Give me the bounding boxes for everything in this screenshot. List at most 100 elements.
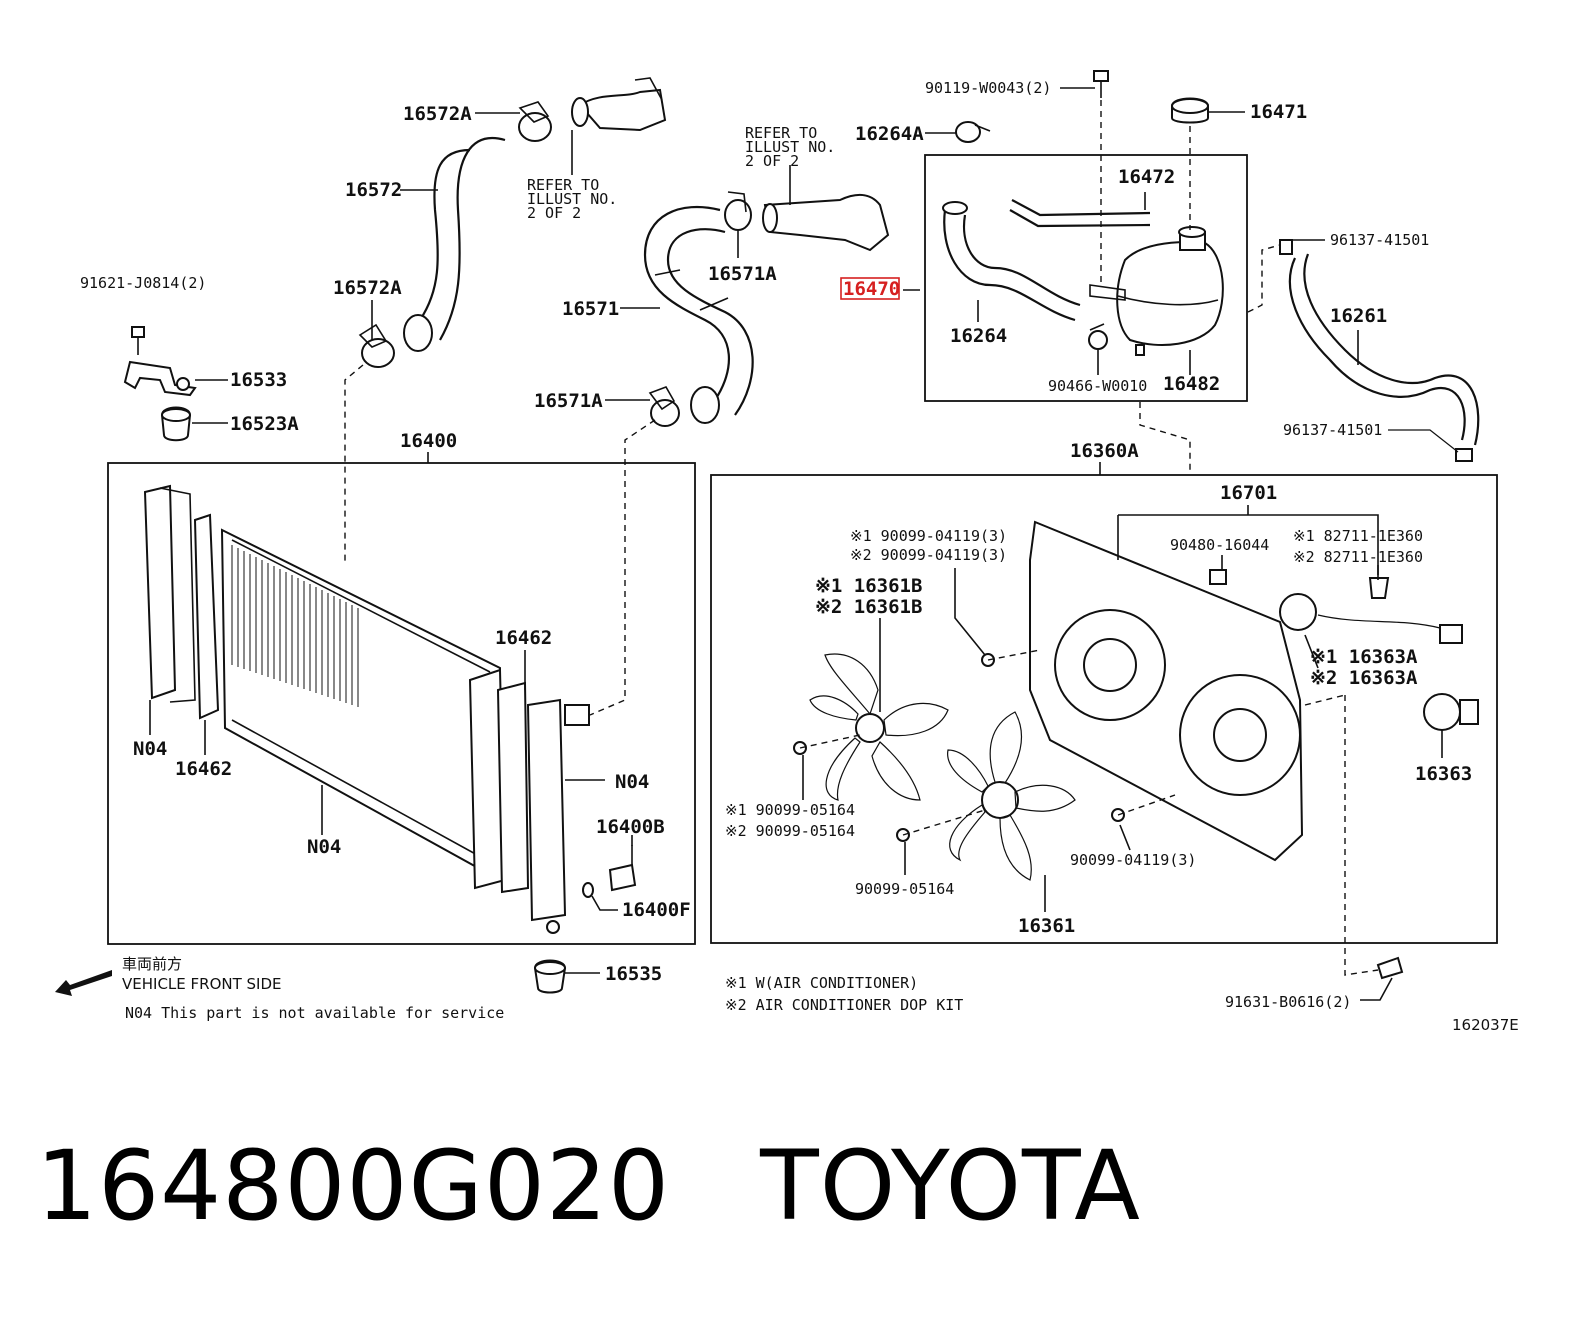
front-arrow-icon: [55, 970, 112, 996]
label-16571a-top: 16571A: [708, 263, 777, 285]
bracket-16533: [123, 360, 197, 397]
label-16462-top: 16462: [495, 627, 552, 649]
bolt-91621: [131, 326, 145, 355]
hose-clamp-16572a-top: [518, 101, 552, 142]
caption-brand: TOYOTA: [760, 1130, 1141, 1242]
fan-motor-16363: [1423, 693, 1479, 731]
leader-lines: [149, 87, 1459, 1001]
reserve-tank-group-box: [924, 154, 1248, 402]
drain-cock-16400b: [608, 845, 637, 892]
front-label-en: VEHICLE FRONT SIDE: [122, 975, 282, 993]
n04-availability-note: N04 This part is not available for servi…: [125, 1004, 504, 1022]
label-16572a-mid: 16572A: [333, 277, 402, 299]
label-90119: 90119-W0043(2): [925, 79, 1051, 97]
fan-motor-16363a: [1279, 593, 1463, 644]
refer-note-2-line2: ILLUST NO.: [745, 138, 835, 156]
hose-clamp-16571a-bottom: [648, 386, 680, 427]
legend: ※1 W(AIR CONDITIONER) ※2 AIR CONDITIONER…: [725, 974, 963, 1014]
hose-16261: [1288, 253, 1480, 446]
label-16535: 16535: [605, 963, 662, 985]
overflow-hose-16472: [1009, 199, 1151, 228]
label-96137-top: 96137-41501: [1330, 231, 1429, 249]
refer-note-1-line3: 2 OF 2: [527, 204, 581, 222]
label-16572: 16572: [345, 179, 402, 201]
bolt-91631: [1376, 956, 1404, 980]
dashed-connectors: [344, 100, 1379, 976]
label-16400: 16400: [400, 430, 457, 452]
fan-shroud-box: [710, 474, 1498, 944]
front-label-jp: 車両前方: [122, 955, 182, 973]
label-16361b-ac2: ※2 16361B: [815, 596, 922, 618]
refer-note-2-line3: 2 OF 2: [745, 152, 799, 170]
label-16363a-ac2: ※2 16363A: [1310, 667, 1418, 689]
cushion-16523a: [160, 406, 192, 442]
caption-part-number: 164800G020: [36, 1130, 671, 1242]
label-16400b: 16400B: [596, 816, 665, 838]
refer-note-1-line2: ILLUST NO.: [527, 190, 617, 208]
label-16360a: 16360A: [1070, 440, 1139, 462]
radiator-box: [107, 462, 696, 945]
label-16571: 16571: [562, 298, 619, 320]
label-16470-highlighted: 16470: [843, 278, 900, 300]
bolt-90119: [1093, 70, 1109, 98]
upper-radiator-hose: [403, 137, 506, 352]
label-16400f: 16400F: [622, 899, 691, 921]
label-16261: 16261: [1330, 305, 1387, 327]
label-16571a-bottom: 16571A: [534, 390, 603, 412]
label-16533: 16533: [230, 369, 287, 391]
water-inlet-pipe: [762, 194, 890, 252]
label-n04-right: N04: [615, 771, 649, 793]
label-16701: 16701: [1220, 482, 1277, 504]
clamp-16264a: [955, 121, 991, 143]
label-16482: 16482: [1163, 373, 1220, 395]
hose-16264: [942, 201, 1081, 322]
label-90099-05164-ac1: ※1 90099-05164: [725, 801, 855, 819]
label-n04-bottom: N04: [307, 836, 341, 858]
clamp-90466: [1088, 323, 1108, 350]
label-90099-04119-ac2: ※2 90099-04119(3): [850, 546, 1007, 564]
label-90099-04119: 90099-04119(3): [1070, 851, 1196, 869]
part-labels: 16572A 16572 REFER TO ILLUST NO. 2 OF 2 …: [80, 79, 1472, 1011]
fan-16361: [947, 711, 1076, 881]
reserve-tank-16470: [1089, 226, 1224, 356]
clip-96137-bottom: [1455, 448, 1473, 462]
label-90099-05164: 90099-05164: [855, 880, 954, 898]
cushion-16535: [533, 959, 567, 994]
legend-ac1: ※1 W(AIR CONDITIONER): [725, 974, 918, 992]
fan-16361b: [809, 653, 949, 801]
hose-clamp-16572a-mid: [358, 323, 395, 368]
legend-ac2: ※2 AIR CONDITIONER DOP KIT: [725, 996, 963, 1014]
label-16264: 16264: [950, 325, 1007, 347]
radiator-fins: [231, 545, 359, 707]
highlight-box-16470: [840, 277, 900, 300]
refer-note-1-line1: REFER TO: [527, 176, 599, 194]
grommet-90480: [1209, 569, 1227, 585]
label-91631: 91631-B0616(2): [1225, 993, 1351, 1011]
o-ring-16400f: [582, 882, 594, 898]
radiator-16400: [143, 484, 590, 934]
label-90099-05164-ac2: ※2 90099-05164: [725, 822, 855, 840]
label-82711-ac1: ※1 82711-1E360: [1293, 527, 1423, 545]
label-82711-ac2: ※2 82711-1E360: [1293, 548, 1423, 566]
label-16462-left: 16462: [175, 758, 232, 780]
refer-note-2-line1: REFER TO: [745, 124, 817, 142]
label-16361b-ac1: ※1 16361B: [815, 575, 922, 597]
fan-shroud-16711: [1029, 520, 1304, 862]
tank-cap-16471: [1171, 97, 1209, 124]
label-16572a-top: 16572A: [403, 103, 472, 125]
label-16363: 16363: [1415, 763, 1472, 785]
label-16363a-ac1: ※1 16363A: [1310, 646, 1418, 668]
illustration-id: 162037E: [1452, 1016, 1519, 1034]
label-16472: 16472: [1118, 166, 1175, 188]
lower-radiator-hose: [643, 205, 754, 424]
label-90466: 90466-W0010: [1048, 377, 1147, 395]
label-16471: 16471: [1250, 101, 1307, 123]
label-90480: 90480-16044: [1170, 536, 1269, 554]
water-outlet-upper: [571, 77, 667, 132]
label-91621: 91621-J0814(2): [80, 274, 206, 292]
label-96137-bottom: 96137-41501: [1283, 421, 1382, 439]
label-16361: 16361: [1018, 915, 1075, 937]
hose-clamp-16571a-top: [724, 191, 752, 231]
